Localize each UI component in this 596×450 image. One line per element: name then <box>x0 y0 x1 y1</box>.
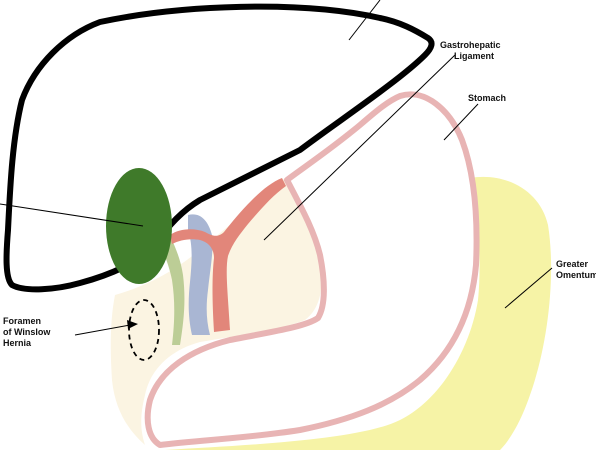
label-foramen-line3: Hernia <box>3 338 32 348</box>
label-greater-omentum-line1: Greater <box>556 259 589 269</box>
foramen-of-winslow-hernia <box>128 299 160 361</box>
label-gastrohepatic-line2: Ligament <box>454 51 494 61</box>
portal-vein <box>188 214 213 335</box>
leader-line-liver <box>348 0 381 41</box>
leader-line-stomach <box>443 103 479 141</box>
leader-line-greater-omentum <box>504 267 553 309</box>
bile-duct <box>155 225 185 345</box>
gallbladder <box>106 168 172 284</box>
label-foramen-line2: of Winslow <box>3 327 51 337</box>
label-gastrohepatic-line1: Gastrohepatic <box>440 40 501 50</box>
hepatic-artery <box>170 178 286 332</box>
greater-omentum <box>165 176 552 450</box>
stomach-outline <box>144 91 480 448</box>
leader-line-gastrohepatic-ligament <box>263 54 456 241</box>
label-foramen-line1: Foramen <box>3 316 41 326</box>
leader-line-gallbladder <box>0 203 144 227</box>
label-greater-omentum-line2: Omentum <box>556 270 596 280</box>
label-stomach: Stomach <box>468 93 506 103</box>
leader-line-foramen <box>74 324 131 336</box>
foramen-arrowhead <box>127 320 138 329</box>
